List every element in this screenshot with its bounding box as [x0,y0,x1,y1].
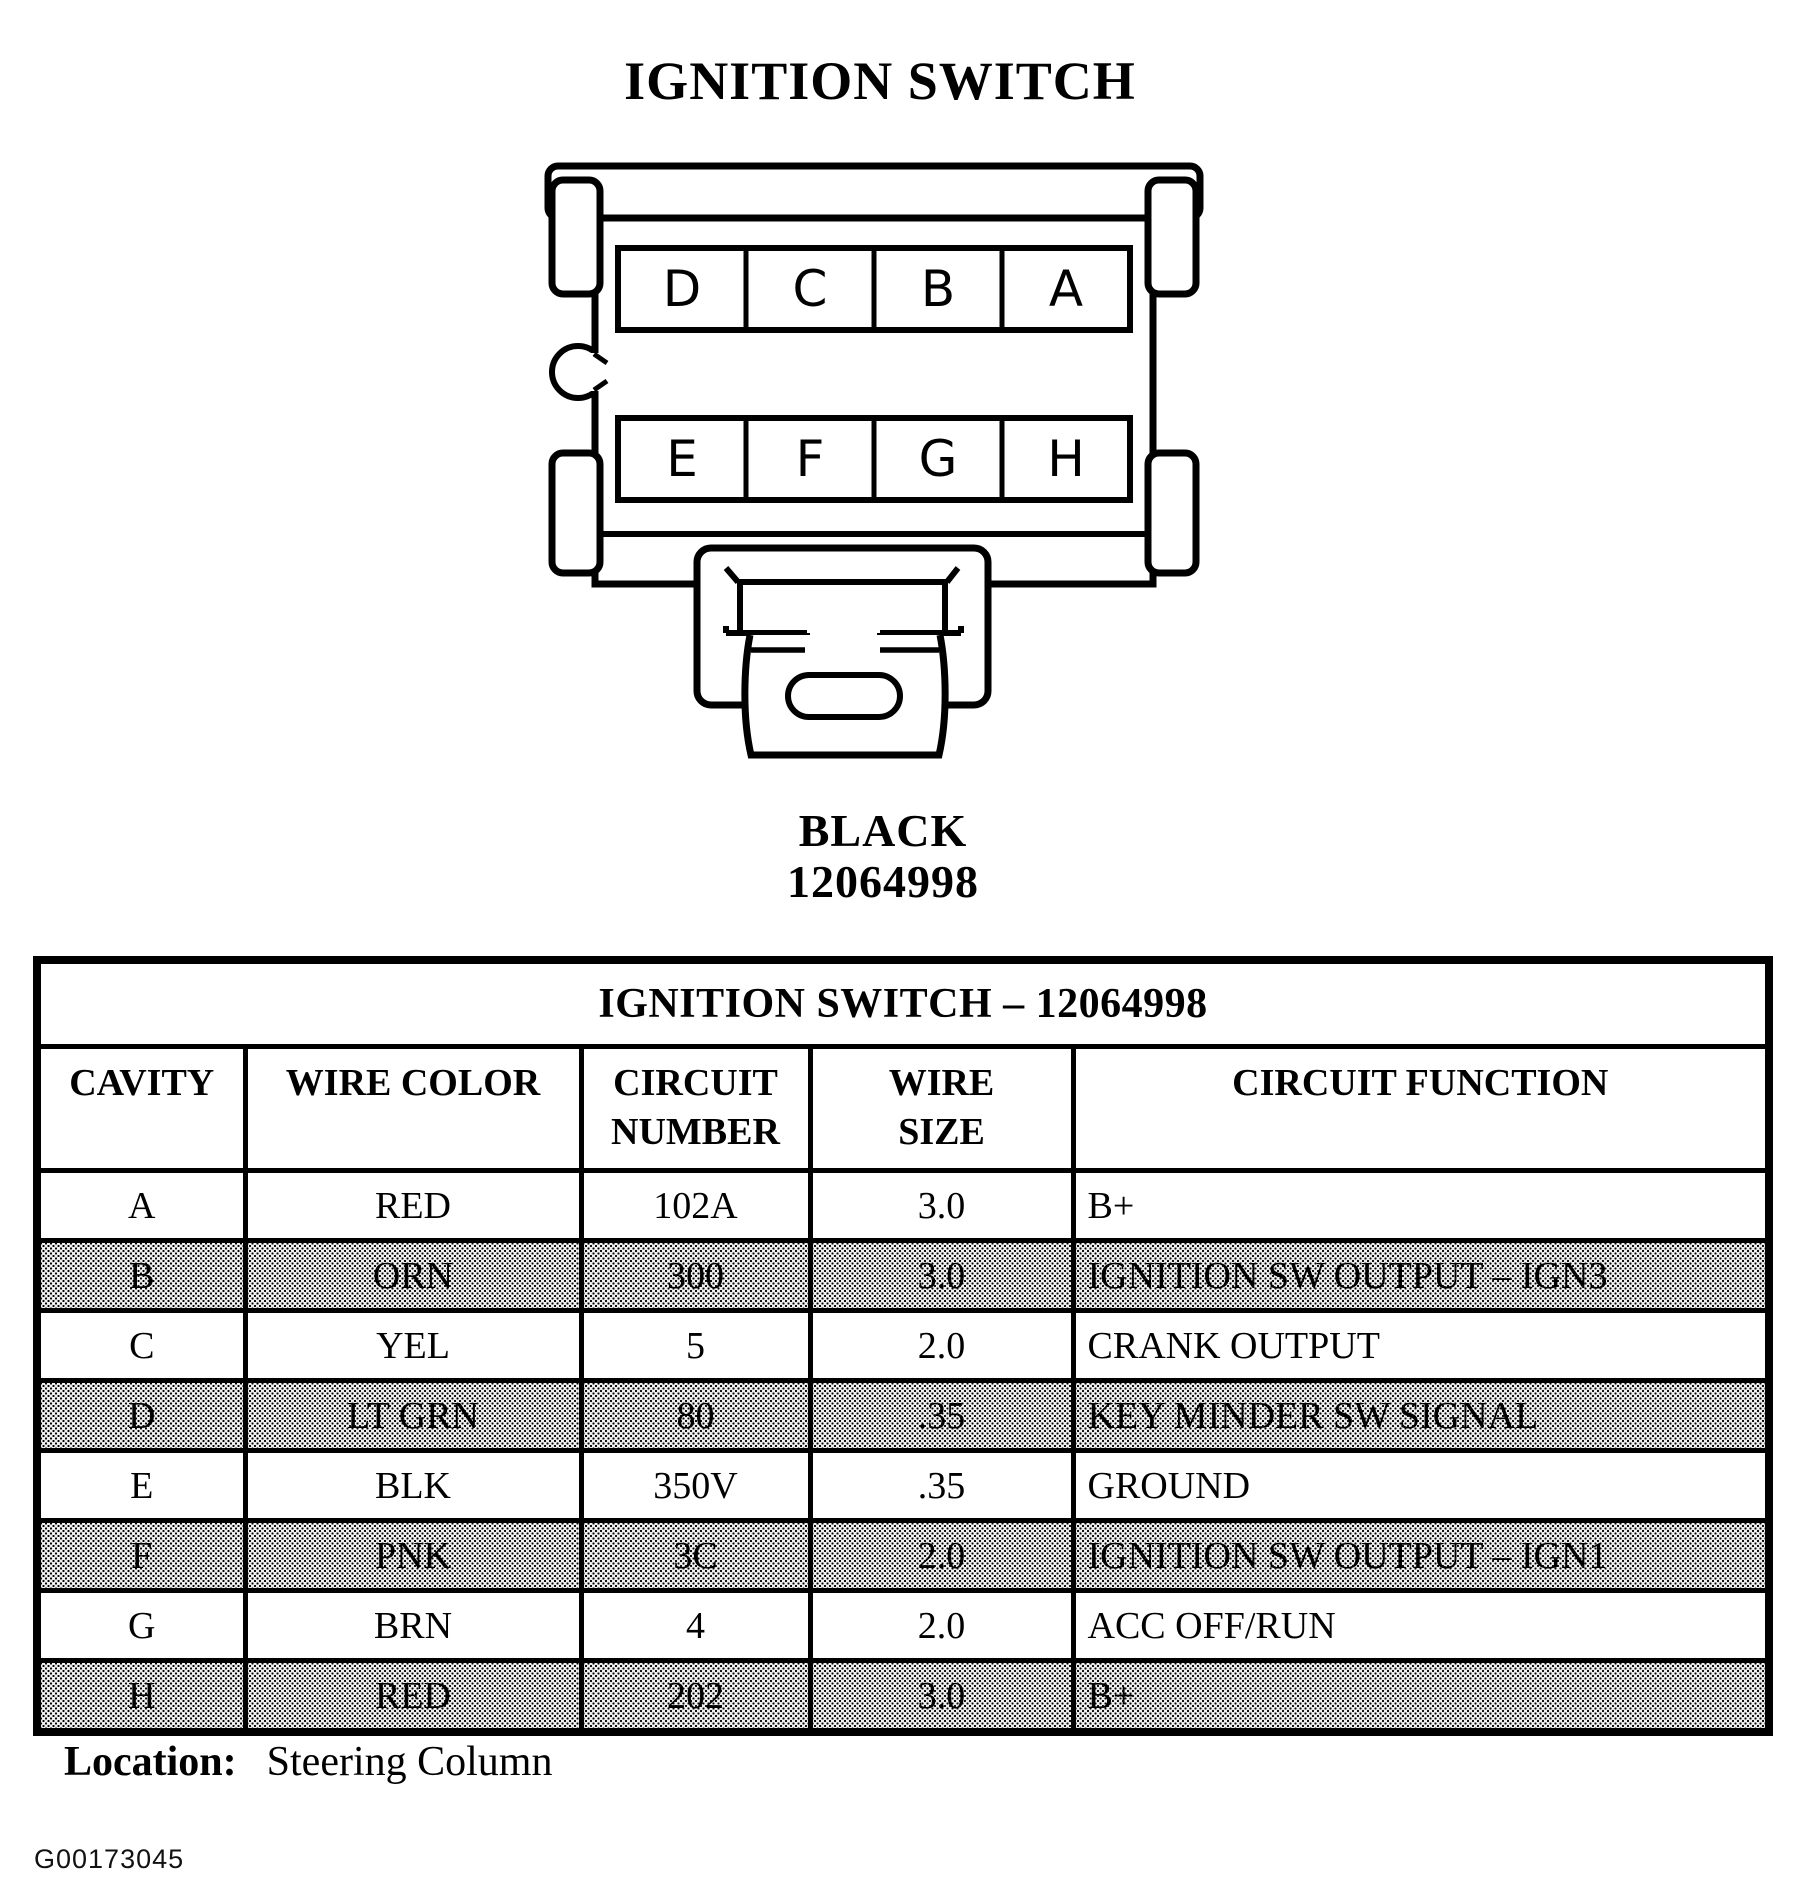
table-row-c: C YEL 5 2.0 CRANK OUTPUT [34,1308,1772,1383]
cell-circuit-number: 5 [578,1308,813,1383]
cell-circuit-function: ACC OFF/RUN [1070,1588,1772,1663]
cavity-letter: H [1047,430,1085,488]
notch-opening [589,353,603,391]
notch-ticks [592,351,609,393]
cell-wire-color: BRN [242,1588,584,1663]
cell-circuit-number: 102A [578,1168,813,1243]
table-row-b: B ORN 300 3.0 IGNITION SW OUTPUT – IGN3 [34,1238,1772,1313]
table-title-row: IGNITION SWITCH – 12064998 [34,957,1772,1049]
table-header-row: CAVITY WIRE COLOR CIRCUIT NUMBER WIRE SI… [34,1044,1772,1173]
cell-wire-color: ORN [242,1238,584,1313]
latch-mouth [723,566,961,633]
header-circuit-function: CIRCUIT FUNCTION [1070,1044,1772,1173]
cell-wire-size: 2.0 [807,1518,1076,1593]
cavity-dividers [743,248,1005,330]
cavity-letter: F [796,430,825,488]
cavity-grid-top: D C B A [615,245,1133,333]
cavity-letter: A [1049,260,1083,318]
cell-circuit-function: B+ [1070,1658,1772,1735]
cell-wire-color: RED [242,1658,584,1735]
cavity-letter: E [666,430,698,488]
cell-circuit-number: 80 [578,1378,813,1453]
cell-wire-size: 3.0 [807,1658,1076,1735]
cell-wire-size: 3.0 [807,1168,1076,1243]
cell-circuit-number: 4 [578,1588,813,1663]
clamp-slot [785,672,903,720]
cell-cavity: F [34,1518,248,1593]
table-row-a: A RED 102A 3.0 B+ [34,1168,1772,1243]
connector-body [591,162,1157,588]
connector-color-label: BLACK [798,805,968,856]
cell-circuit-function: CRANK OUTPUT [1070,1308,1772,1383]
header-circuit-number-line2: NUMBER [611,1111,780,1154]
connector-id-label: BLACK 12064998 [0,805,1766,907]
cavity-letter: B [921,260,955,318]
cell-wire-size: .35 [807,1378,1076,1453]
header-wire-size: WIRE SIZE [807,1044,1076,1173]
cell-wire-color: PNK [242,1518,584,1593]
table-row-h: H RED 202 3.0 B+ [34,1658,1772,1735]
location-label: Location: [64,1739,237,1785]
cell-cavity: C [34,1308,248,1383]
cell-circuit-function: IGNITION SW OUTPUT – IGN3 [1070,1238,1772,1313]
cell-circuit-number: 202 [578,1658,813,1735]
top-bar [544,162,1204,222]
cell-circuit-function: KEY MINDER SW SIGNAL [1070,1378,1772,1453]
cell-wire-color: YEL [242,1308,584,1383]
header-cavity: CAVITY [34,1044,248,1173]
cell-circuit-function: GROUND [1070,1448,1772,1523]
location-line: Location: Steering Column [64,1738,552,1786]
mounting-ear-bottom-right [1144,449,1200,577]
connector-pinout-table: IGNITION SWITCH – 12064998 CAVITY WIRE C… [33,956,1774,1736]
connector-drawing: D C B A E F G H [544,162,1204,759]
page-title: IGNITION SWITCH [624,51,1136,111]
cell-cavity: A [34,1168,248,1243]
cavity-letter: D [663,260,702,318]
mounting-ear-top-left [548,176,604,298]
cavity-dividers [743,418,1005,500]
cell-wire-size: 3.0 [807,1238,1076,1313]
cell-wire-color: LT GRN [242,1378,584,1453]
cell-cavity: H [34,1658,248,1735]
header-circuit-number: CIRCUIT NUMBER [578,1044,813,1173]
cell-cavity: G [34,1588,248,1663]
wire-latch [693,544,992,759]
mounting-ear-bottom-left [548,449,604,577]
cell-cavity: E [34,1448,248,1523]
connector-part-number: 12064998 [787,855,979,907]
header-wire-size-line2: SIZE [898,1111,985,1154]
table-row-e: E BLK 350V .35 GROUND [34,1448,1772,1523]
header-circuit-number-line1: CIRCUIT [613,1062,778,1104]
cell-wire-color: BLK [242,1448,584,1523]
cell-circuit-number: 350V [578,1448,813,1523]
latch-t-bar [723,626,964,675]
mounting-ear-top-right [1144,176,1200,298]
cell-wire-size: 2.0 [807,1308,1076,1383]
cell-wire-size: 2.0 [807,1588,1076,1663]
table-row-g: G BRN 4 2.0 ACC OFF/RUN [34,1588,1772,1663]
cell-wire-color: RED [242,1168,584,1243]
cavity-letter: C [793,260,828,318]
cell-circuit-number: 3C [578,1518,813,1593]
cell-wire-size: .35 [807,1448,1076,1523]
cell-circuit-number: 300 [578,1238,813,1313]
cavity-letter: G [919,430,958,488]
table-row-d: D LT GRN 80 .35 KEY MINDER SW SIGNAL [34,1378,1772,1453]
location-value: Steering Column [266,1739,553,1785]
header-wire-color: WIRE COLOR [242,1044,584,1173]
cavity-grid-bottom: E F G H [615,415,1133,503]
connector-diagram: D C B A E F G H [544,156,1204,770]
table-title: IGNITION SWITCH – 12064998 [34,957,1772,1049]
cell-cavity: B [34,1238,248,1313]
figure-id: G00173045 [34,1844,185,1874]
table-row-f: F PNK 3C 2.0 IGNITION SW OUTPUT – IGN1 [34,1518,1772,1593]
header-wire-size-line1: WIRE [888,1062,995,1104]
cell-circuit-function: B+ [1070,1168,1772,1243]
cell-circuit-function: IGNITION SW OUTPUT – IGN1 [1070,1518,1772,1593]
cell-cavity: D [34,1378,248,1453]
